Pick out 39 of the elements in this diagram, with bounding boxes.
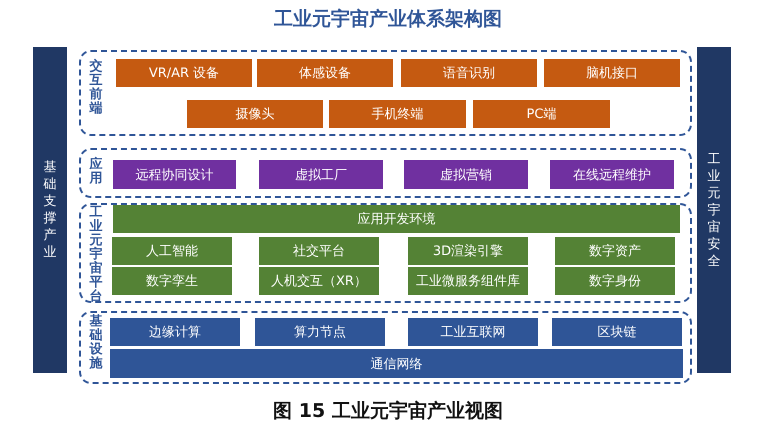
category-box: 语音识别 [401,59,537,87]
side-bar-label: 基础支撑产业 [43,159,57,261]
group-heading: 基础设施 [89,315,103,371]
category-box: 脑机接口 [544,59,680,87]
category-box: 3D渲染引擎 [408,237,528,265]
side-bar [697,47,731,373]
category-box: 人机交互（XR） [259,267,379,295]
category-box: 数字身份 [555,267,675,295]
category-box: 工业微服务组件库 [408,267,528,295]
category-box: 数字资产 [555,237,675,265]
category-box: 通信网络 [110,349,683,378]
side-bar-label: 工业元宇宙安全 [707,150,721,270]
category-box: 虚拟工厂 [259,160,383,189]
dashed-group-box [79,311,692,384]
category-box: 体感设备 [257,59,393,87]
group-heading: 交互前端 [89,60,103,116]
category-box: 摄像头 [187,100,323,128]
category-box: 人工智能 [112,237,232,265]
category-box: 手机终端 [329,100,466,128]
category-box: 应用开发环境 [113,205,680,233]
category-box: 在线远程维护 [550,160,674,189]
caption: 图 15 工业元宇宙产业视图 [272,399,504,424]
side-bar [33,47,67,373]
group-heading: 应用 [89,158,103,186]
category-box: 工业互联网 [408,318,538,346]
category-box: 远程协同设计 [113,160,236,189]
category-box: PC端 [473,100,610,128]
category-box: 社交平台 [259,237,379,265]
group-heading: 工业元宇宙平台 [89,206,103,304]
dashed-group-box [79,203,692,303]
dashed-group-box [79,50,692,136]
category-box: 边缘计算 [110,318,240,346]
category-box: VR/AR 设备 [116,59,252,87]
dashed-group-box [79,148,692,198]
category-box: 虚拟营销 [404,160,528,189]
category-box: 数字孪生 [112,267,232,295]
category-box: 区块链 [552,318,682,346]
title: 工业元宇宙产业体系架构图 [273,7,503,32]
category-box: 算力节点 [255,318,385,346]
